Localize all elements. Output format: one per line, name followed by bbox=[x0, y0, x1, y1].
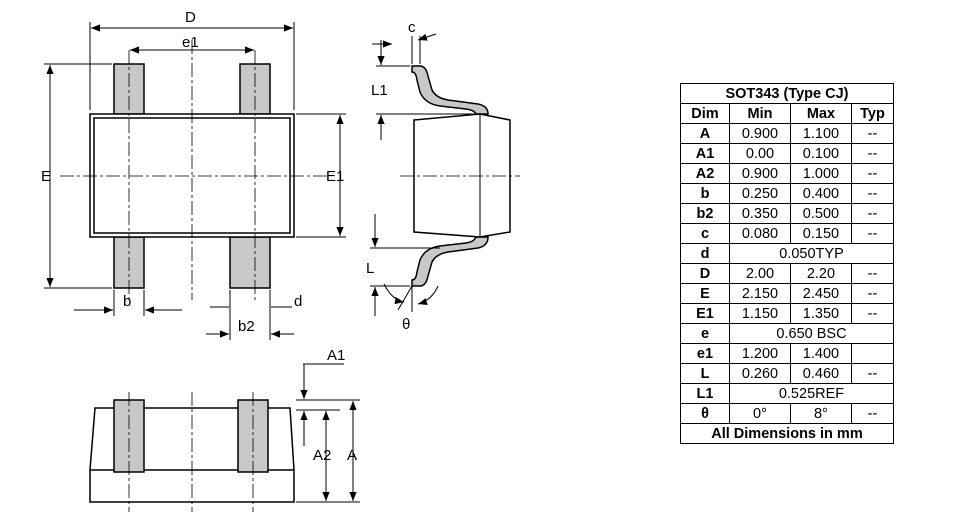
cell-dim: E1 bbox=[680, 303, 730, 324]
label-L1: L1 bbox=[371, 82, 388, 99]
label-A: A bbox=[347, 447, 357, 464]
front-view: A1 A2 A bbox=[89, 347, 360, 512]
label-L: L bbox=[366, 260, 374, 277]
cell-dim: A1 bbox=[680, 143, 730, 164]
cell-dim: e1 bbox=[680, 343, 730, 364]
cell-merged-value: 0.525REF bbox=[729, 383, 894, 404]
cell-min: 0.250 bbox=[729, 183, 791, 204]
cell-typ: -- bbox=[850, 363, 895, 384]
label-c: c bbox=[408, 19, 416, 36]
cell-min: 0.260 bbox=[729, 363, 791, 384]
cell-dim: D bbox=[680, 263, 730, 284]
cell-merged-value: 0.650 BSC bbox=[729, 323, 894, 344]
header-min: Min bbox=[729, 103, 791, 124]
table-header-row: Dim Min Max Typ bbox=[680, 103, 895, 124]
cell-max: 1.100 bbox=[789, 123, 852, 144]
cell-typ: -- bbox=[850, 283, 895, 304]
label-E: E bbox=[41, 168, 51, 185]
cell-typ: -- bbox=[850, 183, 895, 204]
cell-dim: A2 bbox=[680, 163, 730, 184]
cell-max: 0.100 bbox=[789, 143, 852, 164]
cell-max: 0.400 bbox=[789, 183, 852, 204]
label-A2: A2 bbox=[313, 447, 331, 464]
cell-max: 2.20 bbox=[789, 263, 852, 284]
cell-dim: e bbox=[680, 323, 730, 344]
top-view: D e1 E E1 b d b2 bbox=[41, 9, 346, 340]
label-E1: E1 bbox=[326, 168, 344, 185]
cell-dim: d bbox=[680, 243, 730, 264]
cell-typ: -- bbox=[850, 203, 895, 224]
cell-merged-value: 0.050TYP bbox=[729, 243, 894, 264]
side-body bbox=[413, 113, 511, 238]
cell-min: 0.900 bbox=[729, 123, 791, 144]
top-lead-lower-right bbox=[229, 236, 271, 289]
header-max: Max bbox=[789, 103, 852, 124]
cell-typ: -- bbox=[850, 163, 895, 184]
cell-dim: L bbox=[680, 363, 730, 384]
cell-min: 0° bbox=[729, 403, 791, 424]
cell-max: 0.150 bbox=[789, 223, 852, 244]
cell-dim: E bbox=[680, 283, 730, 304]
cell-typ: -- bbox=[850, 303, 895, 324]
cell-max: 2.450 bbox=[789, 283, 852, 304]
cell-typ bbox=[850, 343, 895, 364]
cell-typ: -- bbox=[850, 403, 895, 424]
label-b2: b2 bbox=[238, 318, 255, 335]
cell-min: 1.200 bbox=[729, 343, 791, 364]
cell-dim: b2 bbox=[680, 203, 730, 224]
cell-dim: L1 bbox=[680, 383, 730, 404]
label-b: b bbox=[123, 293, 131, 310]
cell-min: 0.080 bbox=[729, 223, 791, 244]
cell-typ: -- bbox=[850, 263, 895, 284]
cell-max: 1.000 bbox=[789, 163, 852, 184]
side-lead-lower bbox=[411, 236, 489, 287]
side-view: c L1 L θ bbox=[366, 19, 520, 333]
cell-min: 2.00 bbox=[729, 263, 791, 284]
label-theta: θ bbox=[402, 316, 410, 333]
cell-min: 0.900 bbox=[729, 163, 791, 184]
header-typ: Typ bbox=[850, 103, 895, 124]
cell-max: 0.460 bbox=[789, 363, 852, 384]
cell-dim: b bbox=[680, 183, 730, 204]
header-dim: Dim bbox=[680, 103, 730, 124]
label-A1: A1 bbox=[327, 347, 345, 364]
cell-max: 8° bbox=[789, 403, 852, 424]
cell-min: 1.150 bbox=[729, 303, 791, 324]
cell-max: 0.500 bbox=[789, 203, 852, 224]
cell-dim: c bbox=[680, 223, 730, 244]
label-e1: e1 bbox=[182, 34, 199, 51]
side-lead-upper bbox=[411, 65, 489, 115]
cell-min: 0.00 bbox=[729, 143, 791, 164]
table-footer: All Dimensions in mm bbox=[680, 423, 894, 444]
cell-typ: -- bbox=[850, 123, 895, 144]
label-d: d bbox=[294, 293, 302, 310]
cell-typ: -- bbox=[850, 143, 895, 164]
cell-max: 1.350 bbox=[789, 303, 852, 324]
table-title: SOT343 (Type CJ) bbox=[680, 83, 894, 104]
label-D: D bbox=[185, 9, 196, 26]
cell-max: 1.400 bbox=[789, 343, 852, 364]
cell-dim: A bbox=[680, 123, 730, 144]
cell-min: 2.150 bbox=[729, 283, 791, 304]
cell-min: 0.350 bbox=[729, 203, 791, 224]
cell-typ: -- bbox=[850, 223, 895, 244]
cell-dim: θ bbox=[680, 403, 730, 424]
